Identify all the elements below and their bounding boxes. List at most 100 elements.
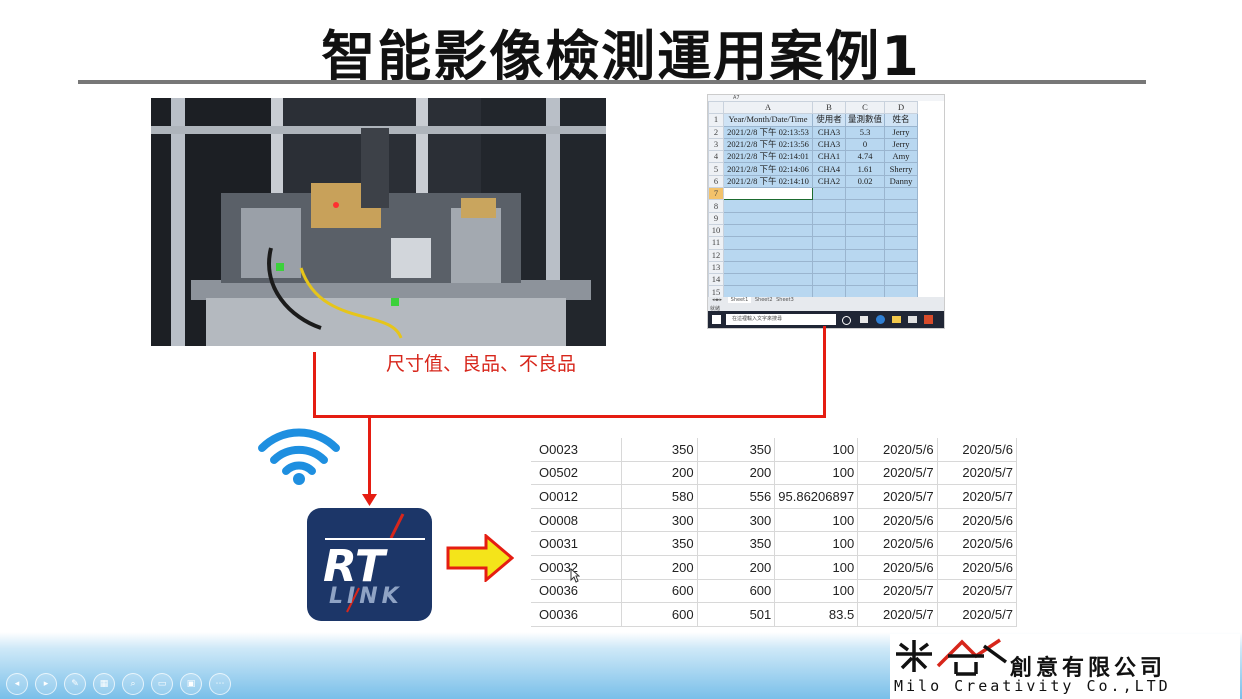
row-number[interactable]: 11 <box>708 236 724 250</box>
excel-cell[interactable] <box>723 260 813 275</box>
excel-cell[interactable]: Sherry <box>884 162 919 176</box>
excel-cell[interactable]: CHA2 <box>812 174 846 189</box>
excel-cell[interactable] <box>723 236 813 250</box>
excel-cell[interactable] <box>723 248 813 262</box>
header-cell[interactable]: Year/Month/Date/Time <box>723 113 813 127</box>
sheet-nav-icon[interactable]: ◂◂▸▸ <box>712 297 723 303</box>
prev-icon[interactable]: ◂ <box>6 673 28 695</box>
excel-cell[interactable] <box>884 248 919 262</box>
excel-cell[interactable] <box>844 248 886 262</box>
row-number[interactable]: 15 <box>708 285 724 299</box>
header-cell[interactable]: 姓名 <box>884 113 919 127</box>
row-number[interactable]: 8 <box>708 199 724 213</box>
excel-cell[interactable] <box>844 223 886 238</box>
excel-cell[interactable] <box>812 248 846 262</box>
excel-cell[interactable] <box>884 285 919 299</box>
row-number[interactable]: 13 <box>708 260 724 275</box>
excel-cell[interactable] <box>812 273 846 287</box>
excel-cell[interactable] <box>844 260 886 275</box>
zoom-icon[interactable]: ⌕ <box>122 673 144 695</box>
excel-cell[interactable] <box>884 199 919 213</box>
row-number[interactable]: 2 <box>708 125 724 139</box>
excel-cell[interactable]: 2021/2/8 下午 02:14:10 <box>723 174 813 189</box>
excel-cell[interactable]: 0 <box>844 137 886 152</box>
row-number[interactable]: 9 <box>708 211 724 225</box>
task-view-icon[interactable] <box>860 316 868 323</box>
excel-cell[interactable] <box>844 199 886 213</box>
excel-cell[interactable] <box>884 223 919 238</box>
col-header-b[interactable]: B <box>812 100 846 115</box>
excel-cell[interactable]: 2021/2/8 下午 02:13:56 <box>723 137 813 152</box>
excel-cell[interactable]: CHA3 <box>812 137 846 152</box>
row-number[interactable]: 5 <box>708 162 724 176</box>
excel-cell[interactable] <box>844 187 886 201</box>
excel-cell[interactable]: CHA4 <box>812 162 846 176</box>
row-number[interactable]: 1 <box>708 113 724 127</box>
pen-icon[interactable]: ✎ <box>64 673 86 695</box>
row-number[interactable]: 4 <box>708 150 724 164</box>
windows-start-icon[interactable] <box>712 315 721 324</box>
header-cell[interactable]: 使用者 <box>812 113 846 127</box>
excel-cell[interactable]: 4.74 <box>844 150 886 164</box>
sheet-tab-2[interactable]: Sheet2 <box>754 297 773 303</box>
excel-cell[interactable]: 2021/2/8 下午 02:14:01 <box>723 150 813 164</box>
grid-icon[interactable]: ▦ <box>93 673 115 695</box>
excel-cell[interactable]: Amy <box>884 150 919 164</box>
excel-cell[interactable] <box>723 199 813 213</box>
excel-cell[interactable] <box>723 273 813 287</box>
excel-cell[interactable] <box>812 187 846 201</box>
more-icon[interactable]: ⋯ <box>209 673 231 695</box>
caption-icon[interactable]: ▣ <box>180 673 202 695</box>
excel-cell[interactable] <box>812 223 846 238</box>
excel-cell[interactable]: Danny <box>884 174 919 189</box>
row-number[interactable]: 10 <box>708 223 724 238</box>
folder-icon[interactable] <box>892 316 901 323</box>
excel-cell[interactable] <box>723 223 813 238</box>
select-all-corner[interactable] <box>708 100 724 115</box>
edge-icon[interactable] <box>876 315 885 324</box>
excel-cell[interactable] <box>844 273 886 287</box>
row-number[interactable]: 14 <box>708 273 724 287</box>
excel-cell[interactable] <box>884 236 919 250</box>
excel-cell[interactable] <box>884 187 919 201</box>
excel-cell[interactable]: 5.3 <box>844 125 886 139</box>
cortana-icon[interactable] <box>842 316 851 325</box>
col-header-a[interactable]: A <box>723 100 813 115</box>
excel-cell[interactable]: CHA3 <box>812 125 846 139</box>
excel-cell[interactable]: Jerry <box>884 137 919 152</box>
store-icon[interactable] <box>908 316 917 323</box>
taskbar-search[interactable]: 在這裡輸入文字來搜尋 <box>726 314 836 325</box>
col-header-c[interactable]: C <box>844 100 886 115</box>
excel-cell[interactable] <box>812 199 846 213</box>
row-number[interactable]: 12 <box>708 248 724 262</box>
excel-cell[interactable] <box>844 211 886 225</box>
row-number[interactable]: 3 <box>708 137 724 152</box>
header-cell[interactable]: 量測數值 <box>844 113 886 127</box>
excel-cell[interactable]: CHA1 <box>812 150 846 164</box>
excel-cell[interactable] <box>723 211 813 225</box>
excel-cell[interactable]: 2021/2/8 下午 02:14:06 <box>723 162 813 176</box>
subtitle-icon[interactable]: ▭ <box>151 673 173 695</box>
excel-cell[interactable] <box>723 285 813 299</box>
excel-cell[interactable] <box>812 260 846 275</box>
excel-cell[interactable] <box>884 273 919 287</box>
row-number[interactable]: 6 <box>708 174 724 189</box>
active-cell[interactable] <box>723 187 813 201</box>
excel-cell[interactable] <box>884 260 919 275</box>
excel-cell[interactable] <box>812 236 846 250</box>
excel-cell[interactable] <box>884 211 919 225</box>
excel-cell[interactable] <box>812 211 846 225</box>
col-header-d[interactable]: D <box>884 100 919 115</box>
next-icon[interactable]: ▸ <box>35 673 57 695</box>
excel-cell[interactable] <box>844 236 886 250</box>
row-number[interactable]: 7 <box>708 187 724 201</box>
excel-cell[interactable]: Jerry <box>884 125 919 139</box>
excel-cell[interactable]: 0.02 <box>844 174 886 189</box>
excel-cell[interactable] <box>844 285 886 299</box>
excel-cell[interactable]: 2021/2/8 下午 02:13:53 <box>723 125 813 139</box>
sheet-tab-3[interactable]: Sheet3 <box>776 297 794 303</box>
app-icon[interactable] <box>924 315 933 324</box>
sheet-tab-1[interactable]: Sheet1 <box>727 297 752 303</box>
excel-cell[interactable]: 1.61 <box>844 162 886 176</box>
